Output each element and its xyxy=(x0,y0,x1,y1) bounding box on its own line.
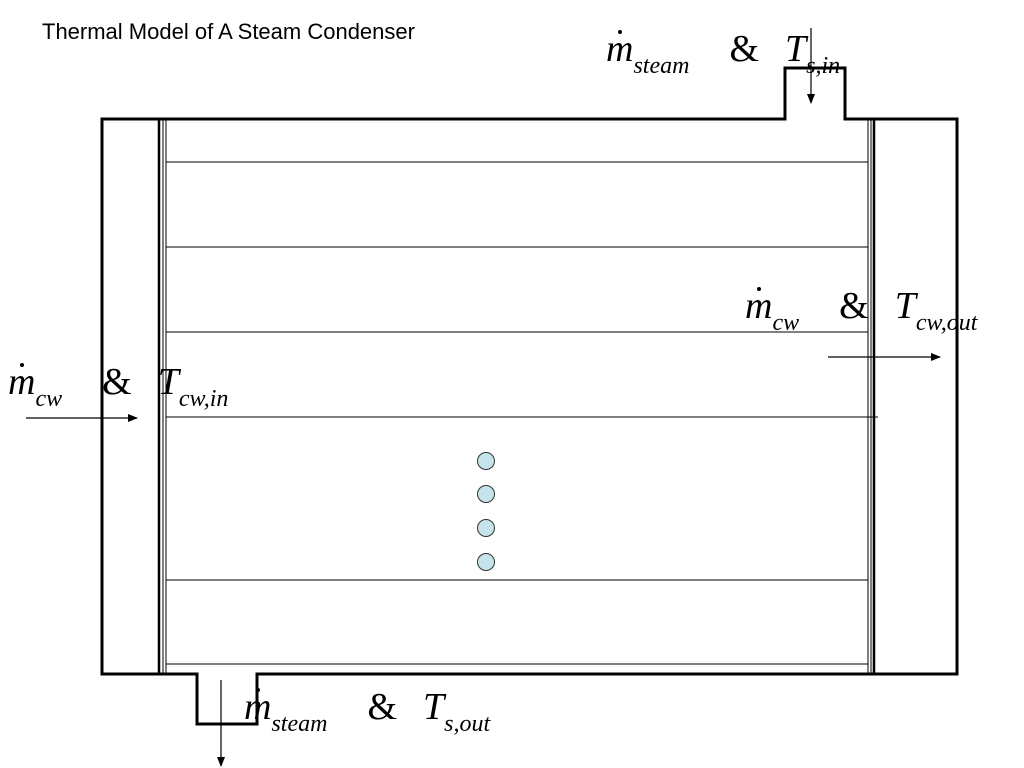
continuation-dots xyxy=(477,452,495,571)
continuation-dot xyxy=(477,485,495,503)
continuation-dot xyxy=(477,553,495,571)
mass-flow-symbol: m xyxy=(745,285,773,327)
continuation-dot xyxy=(477,452,495,470)
temperature-symbol: T xyxy=(157,361,179,403)
mass-flow-subscript: cw xyxy=(35,386,63,412)
temperature-symbol: T xyxy=(423,686,445,728)
left-tube-sheet xyxy=(157,119,167,674)
mass-flow-symbol: m xyxy=(606,28,634,70)
ampersand: & xyxy=(839,285,869,327)
mass-flow-subscript: steam xyxy=(271,711,328,737)
ampersand: & xyxy=(102,361,132,403)
right-tube-sheet xyxy=(867,119,876,674)
temperature-symbol: T xyxy=(894,285,916,327)
ampersand: & xyxy=(729,28,760,70)
steam-inlet-label: msteam &Ts,in xyxy=(606,30,840,78)
temperature-subscript: s,in xyxy=(806,53,841,79)
mass-flow-symbol: m xyxy=(8,361,36,403)
steam-outlet-label: msteam &Ts,out xyxy=(244,688,490,736)
cooling-water-outlet-label: mcw &Tcw,out xyxy=(745,287,977,335)
diagram-title: Thermal Model of A Steam Condenser xyxy=(42,19,415,44)
cooling-tubes xyxy=(166,161,878,665)
mass-flow-subscript: cw xyxy=(772,310,800,336)
cooling-water-inlet-label: mcw &Tcw,in xyxy=(8,363,228,411)
condenser-shell xyxy=(100,66,959,726)
mass-flow-subscript: steam xyxy=(633,53,690,79)
temperature-subscript: cw,out xyxy=(915,310,978,336)
temperature-subscript: s,out xyxy=(444,711,491,737)
mass-flow-symbol: m xyxy=(244,686,272,728)
ampersand: & xyxy=(367,686,398,728)
continuation-dot xyxy=(477,519,495,537)
temperature-subscript: cw,in xyxy=(178,386,229,412)
temperature-symbol: T xyxy=(785,28,807,70)
